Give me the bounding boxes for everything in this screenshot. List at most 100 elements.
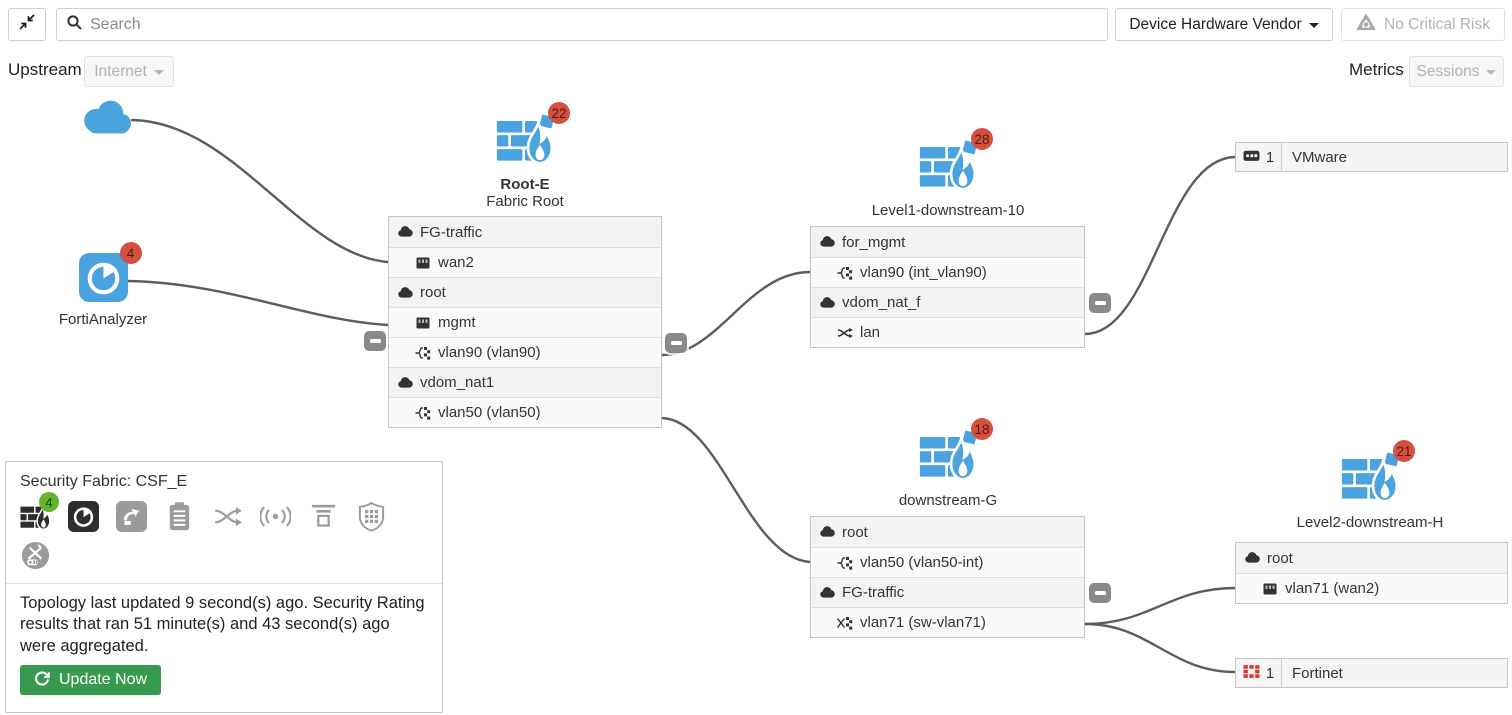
row-label: root — [842, 523, 868, 541]
interface-row[interactable]: vlan90 (int_vlan90) — [811, 257, 1084, 287]
node-internet[interactable] — [76, 94, 136, 145]
vdom-icon — [1244, 550, 1260, 566]
row-label: vlan50 (vlan50) — [438, 404, 541, 421]
interface-row[interactable]: lan — [811, 317, 1084, 347]
collapse-link-button[interactable] — [665, 333, 687, 353]
vdom-row[interactable]: root — [389, 277, 661, 307]
chevron-down-icon — [1308, 22, 1319, 28]
node-downstream-g[interactable]: 18 downstream-G — [848, 418, 1048, 509]
fortigate-count-badge: 4 — [39, 492, 59, 512]
fortiap-icon[interactable] — [260, 501, 291, 532]
vdom-icon — [819, 295, 835, 311]
ems-shield-icon[interactable] — [356, 501, 387, 532]
row-label: vdom_nat_f — [842, 294, 921, 311]
endpoint-fortinet[interactable]: 1 Fortinet — [1235, 658, 1508, 688]
link-level1-vmware — [1083, 155, 1237, 336]
collapse-link-button[interactable] — [364, 331, 386, 351]
device-hardware-vendor-dropdown[interactable]: Device Hardware Vendor — [1115, 8, 1333, 41]
fortigate-firewall-icon — [919, 140, 978, 197]
collapse-arrows-icon — [18, 13, 36, 36]
alert-badge: 4 — [119, 242, 142, 264]
node-root-e[interactable]: 22 Root-E Fabric Root — [455, 102, 595, 210]
row-label: vlan71 (sw-vlan71) — [860, 614, 986, 631]
interface-row[interactable]: vlan50 (vlan50-int) — [811, 547, 1084, 577]
panel-title: Security Fabric: CSF_E — [20, 473, 188, 490]
node-label: downstream-G — [898, 492, 998, 509]
link-fortianalyzer-roote — [126, 279, 390, 327]
interface-row[interactable]: vlan71 (sw-vlan71) — [811, 607, 1084, 637]
clipboard-icon[interactable] — [164, 501, 195, 532]
fortigate-firewall-icon — [919, 430, 978, 487]
update-now-button[interactable]: Update Now — [20, 665, 162, 696]
interface-row[interactable]: vlan50 (vlan50) — [389, 397, 661, 427]
row-label: for_mgmt — [842, 233, 906, 251]
vdom-row[interactable]: FG-traffic — [389, 217, 661, 247]
node-fortianalyzer[interactable]: 4 FortiAnalyzer — [40, 242, 166, 328]
fortinet-logo-icon — [1243, 663, 1260, 684]
row-label: vlan90 (vlan90) — [438, 344, 541, 361]
fortigate-firewall-icon — [496, 114, 555, 171]
fortigate-firewall-icon — [1341, 452, 1400, 509]
refresh-icon — [34, 670, 50, 691]
risk-warning-icon — [1356, 13, 1376, 36]
critical-risk-button[interactable]: No Critical Risk — [1341, 8, 1505, 41]
fortisandbox-icon[interactable] — [116, 501, 147, 532]
upstream-label: Upstream — [8, 60, 82, 79]
interface-row[interactable]: mgmt — [389, 307, 661, 337]
interface-row[interactable]: vlan71 (wan2) — [1236, 573, 1507, 603]
vlan-icon — [837, 265, 853, 281]
interface-row[interactable]: wan2 — [389, 247, 661, 277]
vendor-name: VMware — [1292, 148, 1348, 166]
node-label: Level2-downstream-H — [1296, 514, 1444, 531]
row-label: root — [1267, 549, 1293, 567]
endpoint-vmware[interactable]: 1 VMware — [1235, 142, 1508, 172]
search-bar[interactable] — [56, 8, 1108, 41]
row-label: FG-traffic — [842, 584, 905, 601]
row-label: vlan50 (vlan50-int) — [860, 554, 984, 571]
node-label: FortiAnalyzer — [58, 311, 148, 328]
link-internet-roote — [130, 118, 390, 264]
interface-row[interactable]: vlan90 (vlan90) — [389, 337, 661, 367]
vdom-row[interactable]: vdom_nat1 — [389, 367, 661, 397]
port-icon — [1262, 581, 1278, 597]
shuffle-icon[interactable] — [212, 501, 243, 532]
fortiswitch-icon[interactable] — [308, 501, 339, 532]
vm-device-icon — [1243, 147, 1260, 168]
link-downstreamg-fortinet — [1083, 622, 1237, 674]
fortigate-icon[interactable]: 4 — [20, 492, 59, 532]
collapse-link-button[interactable] — [1089, 583, 1111, 603]
topology-status-text: Topology last updated 9 second(s) ago. S… — [20, 594, 425, 655]
vdom-row[interactable]: FG-traffic — [811, 577, 1084, 607]
link-roote-downstreamg — [660, 416, 812, 564]
node-label: Root-E — [500, 176, 550, 193]
vdom-row[interactable]: for_mgmt — [811, 227, 1084, 257]
vdom-row[interactable]: root — [1236, 543, 1507, 573]
fortianalyzer-dark-icon[interactable] — [68, 501, 99, 532]
divider — [6, 583, 442, 584]
node-level2-downstream-h[interactable]: 21 Level2-downstream-H — [1270, 440, 1470, 531]
collapse-view-button[interactable] — [8, 8, 46, 41]
metrics-label: Metrics — [1349, 60, 1404, 79]
collapse-link-button[interactable] — [1089, 293, 1111, 313]
vdom-icon — [397, 375, 413, 391]
port-icon — [415, 255, 431, 271]
extender-icon[interactable] — [20, 540, 51, 571]
node-level1-downstream-10[interactable]: 28 Level1-downstream-10 — [848, 128, 1048, 219]
alert-badge: 22 — [548, 102, 570, 124]
row-label: lan — [860, 324, 881, 341]
search-icon — [66, 14, 83, 36]
search-input[interactable] — [90, 15, 1098, 34]
upstream-internet-dropdown[interactable]: Internet — [84, 56, 174, 87]
vdom-row[interactable]: vdom_nat_f — [811, 287, 1084, 317]
softswitch-icon — [837, 325, 853, 341]
row-label: vdom_nat1 — [420, 374, 495, 391]
metrics-sessions-dropdown[interactable]: Sessions — [1409, 56, 1504, 87]
device-table-level2: root vlan71 (wan2) — [1235, 542, 1508, 604]
fabric-device-icons: 4 — [6, 492, 442, 534]
internet-cloud-icon — [77, 100, 135, 144]
swvlan-icon — [837, 615, 853, 631]
row-label: vlan90 (int_vlan90) — [860, 264, 987, 281]
vdom-row[interactable]: root — [811, 517, 1084, 547]
